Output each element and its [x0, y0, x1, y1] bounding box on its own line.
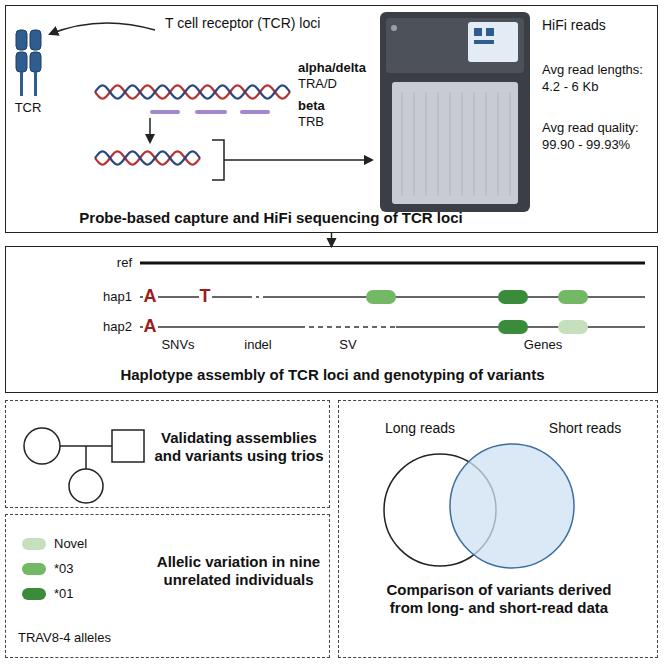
- bracket: [212, 140, 224, 180]
- label: 4.2 - 6 Kb: [542, 79, 598, 95]
- tcr-icon: [16, 30, 41, 96]
- label: SNVs: [161, 337, 194, 353]
- panel: Haplotype assembly of TCR loci and genot…: [5, 246, 658, 393]
- haplotype-tracks: [140, 263, 645, 334]
- label: indel: [244, 337, 271, 353]
- label: alpha/delta: [298, 60, 366, 76]
- label: ref: [117, 255, 132, 271]
- sequencer: [380, 12, 530, 212]
- label: 99.90 - 99.93%: [542, 137, 630, 153]
- panel-title: Haplotype assembly of TCR loci and genot…: [16, 366, 649, 384]
- dna-helix: [95, 85, 290, 164]
- label: TRA/D: [298, 76, 337, 92]
- curved-arrow: [50, 23, 155, 34]
- label: TRB: [298, 114, 324, 130]
- label: T: [199, 286, 212, 307]
- label: Short reads: [549, 420, 621, 437]
- legend-text: *03: [54, 561, 74, 577]
- label: SV: [339, 337, 356, 353]
- label: hap2: [103, 319, 132, 335]
- label: Avg read lengths:: [542, 62, 643, 78]
- label: Long reads: [385, 420, 455, 437]
- down-arrow: [149, 118, 151, 142]
- panel-title: Probe-based capture and HiFi sequencing …: [21, 209, 521, 227]
- panel-title: Validating assemblies and variants using…: [154, 429, 324, 465]
- legend-text: *01: [54, 586, 74, 602]
- panel: Probe-based capture and HiFi sequencing …: [5, 5, 658, 233]
- legend-swatch: [22, 538, 46, 550]
- legend-swatch: [22, 588, 46, 600]
- label: TCR: [15, 100, 42, 116]
- label: beta: [298, 98, 325, 114]
- pedigree: [24, 428, 144, 503]
- label: TRAV8-4 alleles: [18, 630, 111, 646]
- panel: Comparison of variants derived from long…: [338, 400, 658, 658]
- label: A: [143, 286, 158, 307]
- capture-probes: [150, 110, 270, 114]
- panel-title: Allelic variation in nine unrelated indi…: [156, 553, 321, 589]
- panel: Validating assemblies and variants using…: [5, 400, 330, 508]
- flow-arrow: [331, 233, 333, 246]
- label: T cell receptor (TCR) loci: [165, 15, 320, 32]
- label: Avg read quality:: [542, 120, 639, 136]
- label: HiFi reads: [542, 17, 606, 34]
- label: hap1: [103, 289, 132, 305]
- venn: [384, 444, 574, 568]
- to-sequencer-arrow: [224, 159, 372, 161]
- panel-title: Comparison of variants derived from long…: [369, 581, 629, 617]
- legend-swatch: [22, 563, 46, 575]
- legend-text: Novel: [54, 536, 87, 552]
- label: A: [143, 316, 158, 337]
- label: Genes: [524, 337, 562, 353]
